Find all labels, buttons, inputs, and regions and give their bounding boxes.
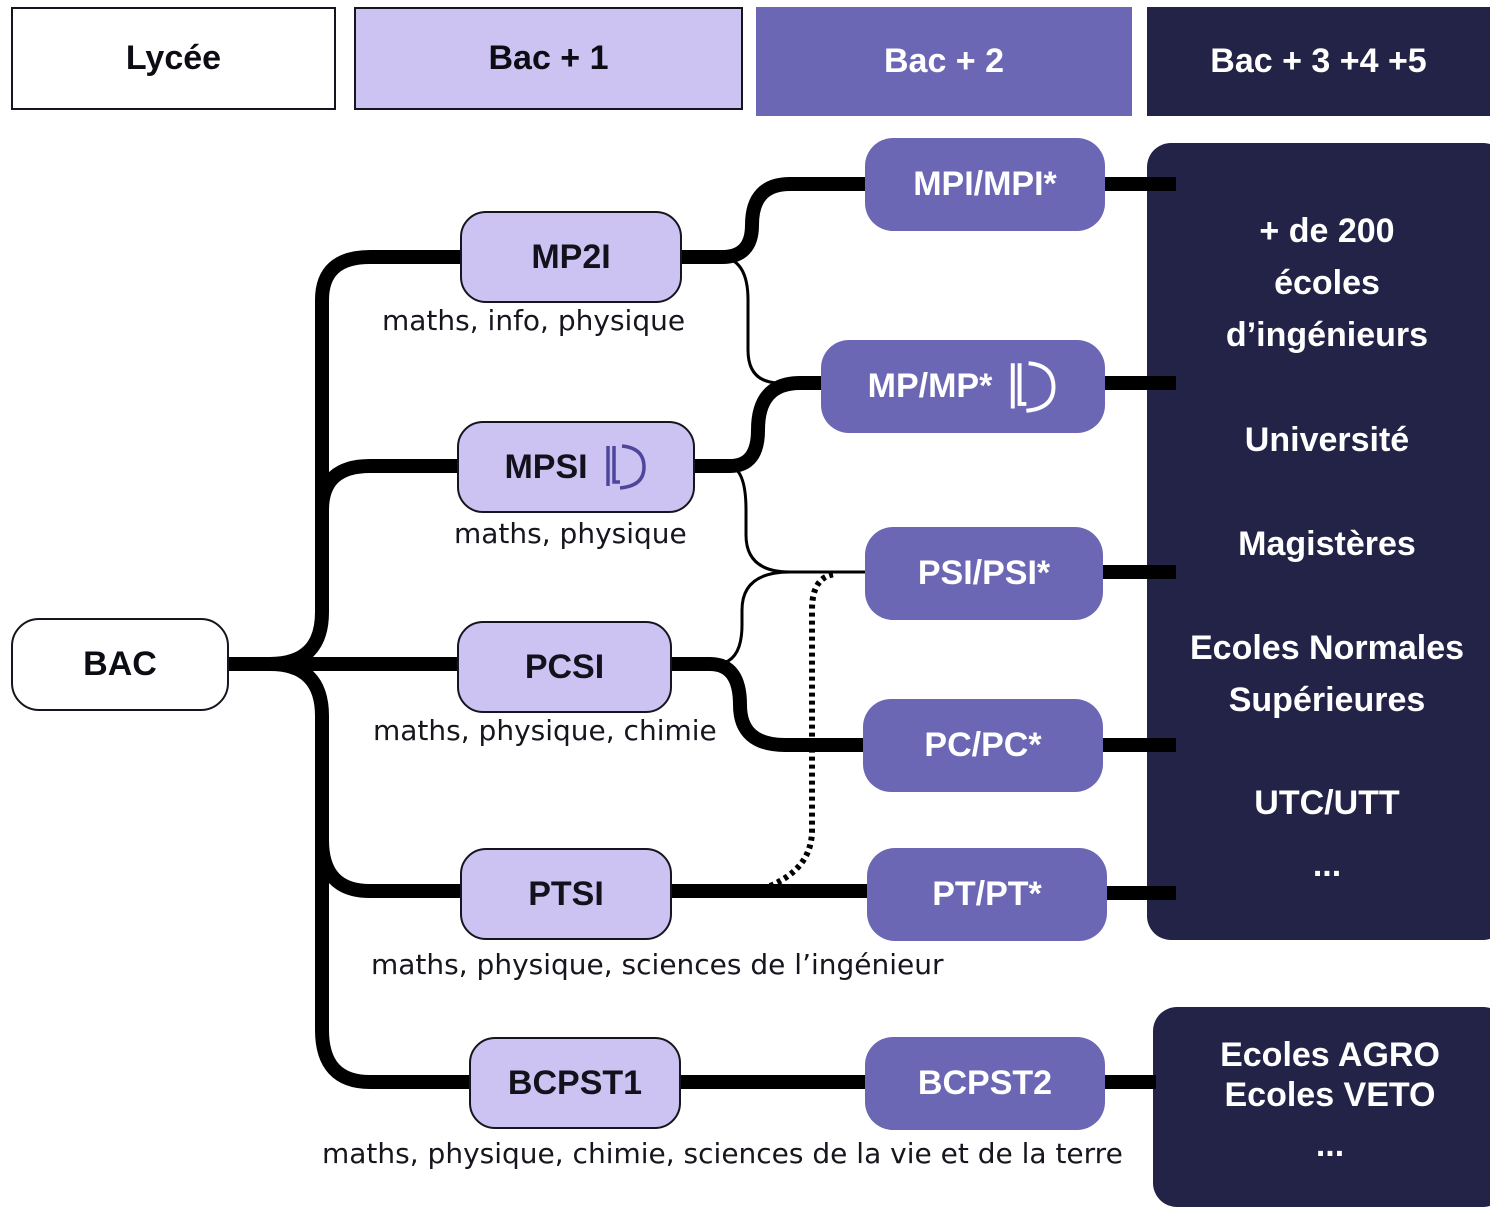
ld-logo-icon bbox=[605, 444, 646, 490]
mpsi-subjects: maths, physique bbox=[454, 517, 687, 550]
pt-label: PT/PT* bbox=[932, 875, 1042, 913]
header-bac1: Bac + 1 bbox=[354, 7, 743, 110]
outcome-university: Université bbox=[1244, 421, 1410, 459]
mpsi-to-mp-line bbox=[694, 376, 822, 473]
ld-logo-icon bbox=[1011, 360, 1056, 413]
header-bac2: Bac + 2 bbox=[756, 7, 1132, 116]
header-bac345-label: Bac + 3 +4 +5 bbox=[1210, 42, 1427, 80]
bac-branch-ptsi bbox=[315, 839, 462, 898]
bac-branch-mpsi bbox=[315, 459, 458, 511]
pc-label: PC/PC* bbox=[924, 726, 1042, 764]
pt-node: PT/PT* bbox=[867, 848, 1107, 941]
engineering-outcomes-panel: + de 200 écoles d’ingénieurs Université … bbox=[1147, 143, 1490, 940]
header-lycee: Lycée bbox=[11, 7, 336, 110]
psi-node: PSI/PSI* bbox=[865, 527, 1103, 620]
outcome-ens-line2: Supérieures bbox=[1228, 681, 1426, 719]
pcsi-node: PCSI bbox=[457, 621, 672, 713]
outcome-bio-more: ... bbox=[1315, 1126, 1345, 1164]
pcsi-label: PCSI bbox=[524, 647, 605, 686]
outcome-schools-line2: écoles bbox=[1274, 264, 1380, 302]
outcome-ens-line1: Ecoles Normales bbox=[1189, 629, 1465, 667]
outcome-more: ... bbox=[1312, 846, 1342, 884]
bac-trunk-down bbox=[269, 657, 470, 1089]
mpi-label: MPI/MPI* bbox=[913, 165, 1057, 203]
bac-label: BAC bbox=[83, 645, 157, 683]
psi-label: PSI/PSI* bbox=[917, 554, 1051, 592]
bac-node: BAC bbox=[11, 618, 229, 711]
header-lycee-label: Lycée bbox=[125, 39, 222, 77]
pcsi-to-pc-line bbox=[672, 657, 864, 752]
mp2i-label: MP2I bbox=[531, 237, 611, 276]
bcpst2-label: BCPST2 bbox=[917, 1064, 1053, 1102]
ptsi-to-psi-dotted-line bbox=[768, 571, 837, 889]
ptsi-node: PTSI bbox=[460, 848, 672, 940]
mp2i-to-mp-line bbox=[721, 255, 822, 385]
outcome-agro: Ecoles AGRO bbox=[1220, 1036, 1440, 1074]
outcome-veto: Ecoles VETO bbox=[1224, 1076, 1436, 1114]
outcome-schools-line1: + de 200 bbox=[1259, 212, 1395, 250]
mp-label: MP/MP* bbox=[867, 367, 993, 405]
mpsi-node: MPSI bbox=[457, 421, 695, 513]
mp-node: MP/MP* bbox=[821, 340, 1105, 433]
pcsi-subjects: maths, physique, chimie bbox=[373, 714, 717, 747]
bcpst1-node: BCPST1 bbox=[469, 1037, 681, 1129]
pcsi-to-psi-line bbox=[719, 570, 791, 666]
bcpst2-node: BCPST2 bbox=[865, 1037, 1105, 1130]
pc-node: PC/PC* bbox=[863, 699, 1103, 792]
header-bac345: Bac + 3 +4 +5 bbox=[1147, 7, 1490, 116]
ptsi-subjects: maths, physique, sciences de l’ingénieur bbox=[371, 948, 944, 981]
mp2i-to-mpi-line bbox=[680, 177, 866, 264]
bio-outcomes-panel: Ecoles AGRO Ecoles VETO ... bbox=[1153, 1007, 1490, 1207]
header-bac1-label: Bac + 1 bbox=[488, 39, 609, 77]
mpi-node: MPI/MPI* bbox=[865, 138, 1105, 231]
outcome-schools-line3: d’ingénieurs bbox=[1225, 316, 1429, 354]
bcpst1-label: BCPST1 bbox=[507, 1063, 643, 1102]
header-bac2-label: Bac + 2 bbox=[883, 42, 1005, 80]
mp2i-node: MP2I bbox=[460, 211, 682, 303]
bac-trunk-up bbox=[269, 250, 462, 671]
outcome-magisteres: Magistères bbox=[1238, 525, 1416, 563]
mpsi-to-psi-line bbox=[729, 464, 866, 574]
ptsi-label: PTSI bbox=[528, 874, 604, 913]
outcome-utc: UTC/UTT bbox=[1254, 784, 1400, 822]
bcpst1-subjects: maths, physique, chimie, sciences de la … bbox=[322, 1137, 1123, 1170]
mpsi-label: MPSI bbox=[504, 447, 588, 486]
mp2i-subjects: maths, info, physique bbox=[382, 304, 686, 337]
